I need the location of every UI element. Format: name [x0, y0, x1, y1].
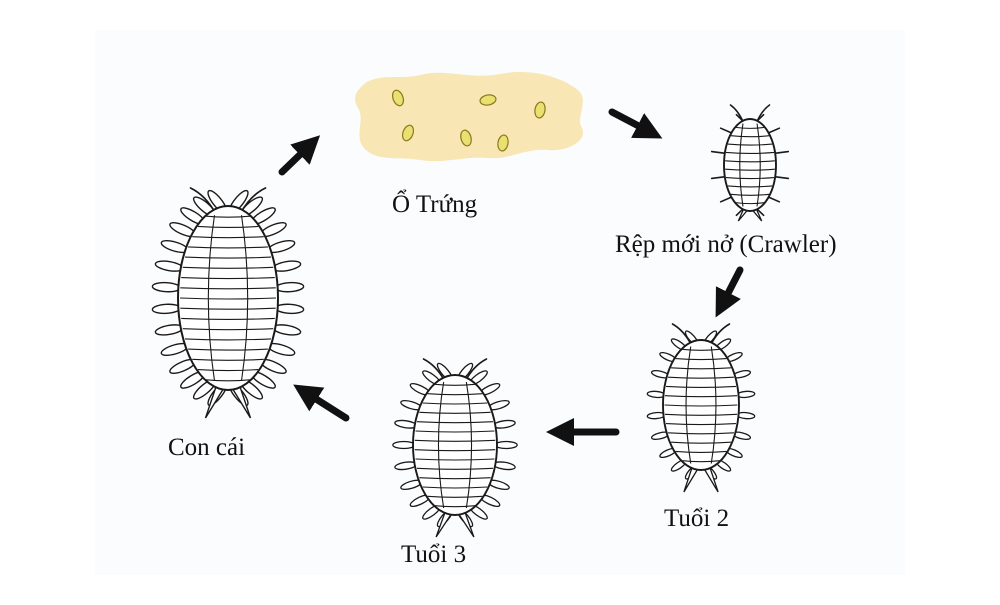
leg-icon	[710, 175, 727, 180]
body-segment-line	[205, 379, 251, 382]
body-segment-line	[416, 421, 494, 424]
egg-icon	[391, 89, 405, 107]
instar2-illustration	[646, 323, 756, 493]
body-segment-line	[415, 458, 495, 461]
leg-icon	[767, 196, 781, 203]
label-instar-2: Tuổi 2	[664, 505, 730, 532]
body-segment-line	[671, 441, 731, 444]
arrow-female-to-egg	[278, 135, 321, 176]
label-instar-3: Tuổi 3	[401, 541, 467, 568]
body-segment-line	[727, 143, 773, 146]
body-segment-line	[735, 126, 765, 129]
body-segment-line	[422, 486, 488, 489]
bug-body	[723, 118, 777, 212]
leg-icon	[773, 175, 790, 180]
egg-mass	[355, 71, 583, 162]
wax-filament-icon	[392, 440, 416, 450]
bug-body	[662, 339, 740, 471]
body-segment-line	[668, 432, 734, 435]
body-segment-line	[664, 404, 738, 407]
body-segment-line	[419, 411, 491, 414]
body-contour-line	[465, 381, 473, 509]
body-segment-line	[197, 225, 259, 228]
body-segment-line	[422, 402, 488, 405]
body-segment-line	[675, 450, 727, 453]
body-segment-line	[197, 369, 259, 372]
body-segment-line	[434, 383, 476, 386]
body-segment-line	[668, 376, 734, 379]
body-contour-line	[756, 123, 761, 207]
body-segment-line	[725, 176, 775, 180]
label-adult-female: Con cái	[168, 434, 246, 461]
body-segment-line	[181, 277, 275, 280]
body-segment-line	[664, 395, 738, 398]
body-segment-line	[184, 256, 272, 259]
body-segment-line	[730, 193, 770, 196]
adult-female-illustration	[151, 187, 305, 419]
bug-body	[177, 205, 279, 391]
body-segment-line	[179, 297, 277, 300]
body-contour-line	[685, 346, 692, 464]
crawler-illustration	[710, 104, 790, 222]
body-segment-line	[725, 168, 775, 171]
body-segment-line	[427, 495, 483, 498]
eggs-group	[391, 89, 546, 152]
body-segment-line	[180, 307, 276, 310]
body-segment-line	[184, 338, 272, 341]
body-segment-line	[682, 348, 720, 351]
body-segment-line	[725, 160, 775, 163]
bug-body	[412, 374, 498, 516]
egg-icon	[479, 94, 497, 106]
leg-icon	[710, 150, 727, 155]
egg-icon	[534, 101, 546, 119]
body-segment-line	[735, 202, 765, 205]
body-segment-line	[727, 185, 773, 188]
body-segment-line	[182, 328, 274, 331]
arrow-egg-to-crawler	[608, 108, 663, 139]
body-segment-line	[205, 215, 251, 218]
arrow-crawler-to-instar2	[715, 266, 744, 318]
body-segment-line	[666, 423, 736, 426]
leg-icon	[719, 127, 733, 134]
instar3-illustration	[392, 358, 518, 538]
body-contour-line	[240, 215, 249, 381]
body-segment-line	[427, 393, 483, 396]
body-segment-line	[192, 236, 264, 239]
body-contour-line	[437, 381, 445, 509]
arrow-instar3-to-female	[293, 384, 350, 422]
body-segment-line	[434, 505, 476, 508]
body-segment-line	[730, 135, 770, 138]
label-egg-mass: Ổ Trứng	[392, 191, 478, 218]
leg-icon	[719, 196, 733, 203]
body-segment-line	[675, 358, 727, 361]
body-segment-line	[416, 467, 494, 470]
body-contour-line	[739, 123, 744, 207]
body-segment-line	[725, 151, 775, 155]
egg-icon	[497, 134, 509, 152]
body-segment-line	[181, 317, 275, 320]
leg-icon	[767, 127, 781, 134]
body-segment-line	[180, 287, 276, 290]
egg-icon	[401, 124, 415, 142]
wax-filament-icon	[494, 440, 518, 450]
label-crawler: Rệp mới nở (Crawler)	[615, 231, 837, 258]
body-segment-line	[666, 385, 736, 388]
body-segment-line	[182, 266, 274, 269]
body-segment-line	[192, 358, 264, 361]
body-segment-line	[419, 477, 491, 480]
leg-icon	[773, 150, 790, 155]
body-segment-line	[414, 449, 496, 452]
body-contour-line	[207, 215, 216, 381]
body-segment-line	[188, 348, 268, 351]
body-segment-line	[671, 367, 731, 370]
body-contour-line	[710, 346, 717, 464]
body-segment-line	[664, 413, 738, 416]
body-segment-line	[415, 430, 495, 433]
egg-icon	[460, 129, 472, 147]
body-segment-line	[188, 246, 268, 249]
body-segment-line	[682, 460, 720, 463]
body-segment-line	[414, 439, 496, 442]
